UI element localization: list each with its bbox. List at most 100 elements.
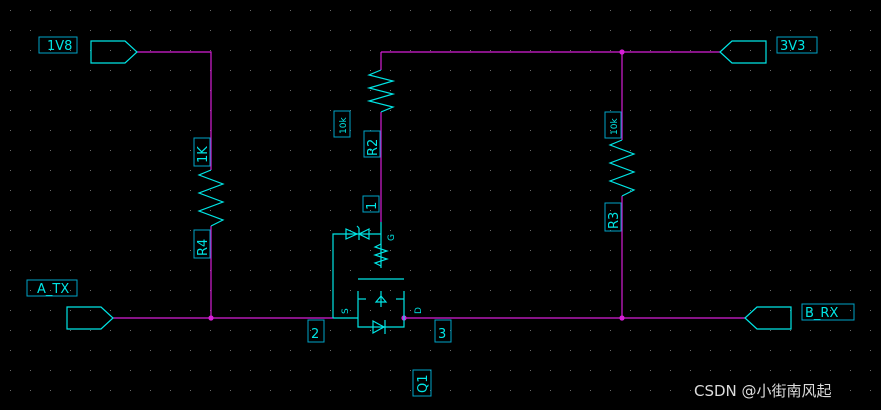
junction-a-tx — [208, 315, 214, 321]
grid-dot — [490, 290, 491, 291]
grid-dot — [330, 210, 331, 211]
port-a-tx-label: A_TX — [37, 282, 69, 297]
grid-dot — [610, 90, 611, 91]
grid-dot — [470, 350, 471, 351]
grid-dot — [170, 370, 171, 371]
grid-dot — [850, 150, 851, 151]
grid-dot — [830, 390, 831, 391]
grid-dot — [50, 350, 51, 351]
grid-dot — [70, 130, 71, 131]
grid-dot — [350, 30, 351, 31]
mosfet-source-letter: S — [341, 308, 351, 314]
grid-dot — [110, 310, 111, 311]
grid-dot — [310, 230, 311, 231]
grid-dot — [550, 70, 551, 71]
grid-dot — [110, 70, 111, 71]
grid-dot — [410, 70, 411, 71]
grid-dot — [550, 250, 551, 251]
grid-dot — [830, 230, 831, 231]
grid-dot — [850, 290, 851, 291]
grid-dot — [450, 110, 451, 111]
grid-dot — [790, 90, 791, 91]
grid-dot — [430, 350, 431, 351]
grid-dot — [750, 210, 751, 211]
grid-dot — [490, 130, 491, 131]
grid-dot — [870, 30, 871, 31]
grid-dot — [570, 210, 571, 211]
grid-dot — [150, 10, 151, 11]
grid-dot — [390, 170, 391, 171]
grid-dot — [50, 10, 51, 11]
grid-dot — [690, 310, 691, 311]
grid-dot — [170, 70, 171, 71]
grid-dot — [530, 230, 531, 231]
grid-dot — [290, 30, 291, 31]
grid-dot — [570, 270, 571, 271]
grid-dot — [730, 190, 731, 191]
grid-dot — [730, 50, 731, 51]
grid-dot — [810, 310, 811, 311]
mosfet-q1[interactable] — [332, 222, 405, 335]
grid-dot — [650, 390, 651, 391]
grid-dot — [470, 370, 471, 371]
resistor-r3[interactable]: 10k R3 — [604, 111, 636, 232]
grid-dot — [230, 290, 231, 291]
grid-dot — [290, 10, 291, 11]
grid-dot — [530, 370, 531, 371]
grid-dot — [830, 330, 831, 331]
grid-dot — [230, 90, 231, 91]
grid-dot — [250, 70, 251, 71]
grid-dot — [10, 390, 11, 391]
resistor-r4[interactable]: 1K R4 — [193, 137, 225, 259]
port-a-tx[interactable]: A_TX — [26, 279, 114, 330]
grid-dot — [250, 110, 251, 111]
grid-dot — [110, 290, 111, 291]
grid-dot — [70, 30, 71, 31]
wires — [113, 51, 745, 319]
grid-dot — [50, 290, 51, 291]
grid-dot — [790, 290, 791, 291]
grid-dot — [410, 170, 411, 171]
grid-dot — [350, 10, 351, 11]
grid-dot — [230, 350, 231, 351]
grid-dot — [470, 170, 471, 171]
grid-dot — [70, 90, 71, 91]
grid-dot — [770, 230, 771, 231]
grid-dot — [250, 150, 251, 151]
grid-dot — [590, 270, 591, 271]
grid-dot — [90, 370, 91, 371]
grid-dot — [810, 390, 811, 391]
grid-dot — [310, 50, 311, 51]
resistor-r2[interactable]: 10k R2 — [333, 69, 396, 158]
grid-dot — [630, 70, 631, 71]
grid-dot — [190, 150, 191, 151]
grid-dot — [650, 210, 651, 211]
port-b-rx[interactable]: B_RX — [744, 303, 855, 330]
grid-dot — [550, 270, 551, 271]
grid-dot — [750, 390, 751, 391]
grid-dot — [830, 170, 831, 171]
zener-diode-right-icon — [356, 225, 370, 240]
grid-dot — [710, 210, 711, 211]
junction-3v3-r3 — [619, 49, 625, 55]
grid-dot — [730, 170, 731, 171]
grid-dot — [530, 210, 531, 211]
grid-dot — [150, 210, 151, 211]
port-1v8[interactable]: 1V8 — [38, 36, 138, 64]
port-3v3[interactable]: 3V3 — [719, 36, 818, 64]
grid-dot — [590, 90, 591, 91]
grid-dot — [710, 50, 711, 51]
grid-dot — [50, 210, 51, 211]
grid-dot — [370, 210, 371, 211]
grid-dot — [790, 250, 791, 251]
grid-dot — [370, 170, 371, 171]
grid-dot — [650, 330, 651, 331]
grid-dot — [90, 150, 91, 151]
grid-dot — [830, 370, 831, 371]
grid-dot — [550, 390, 551, 391]
port-b-rx-symbol — [744, 306, 792, 330]
grid-dot — [270, 310, 271, 311]
grid-dot — [650, 30, 651, 31]
grid-dot — [790, 230, 791, 231]
grid-dot — [290, 330, 291, 331]
